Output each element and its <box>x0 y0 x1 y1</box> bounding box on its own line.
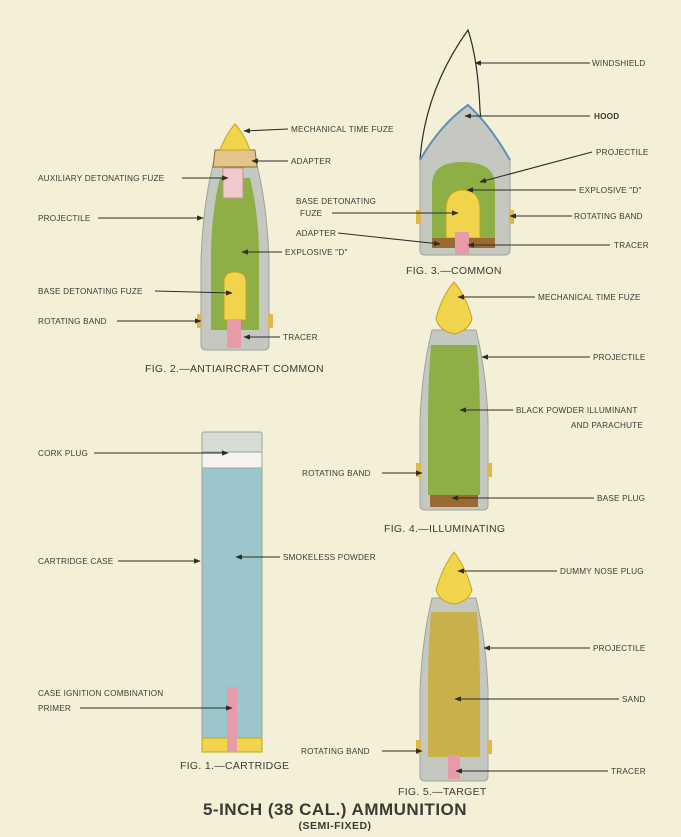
fig3-label-projectile: PROJECTILE <box>596 148 649 157</box>
fig4-label-base-plug: BASE PLUG <box>597 494 645 503</box>
fig2-label-auxiliary-detonating-fuze: AUXILIARY DETONATING FUZE <box>38 174 165 183</box>
fig5-rotating-band-right <box>487 740 492 754</box>
fig4-label-illuminant-1: BLACK POWDER ILLUMINANT <box>516 406 638 415</box>
fig3-labels: WINDSHIELD HOOD PROJECTILE EXPLOSIVE "D"… <box>296 59 649 277</box>
fig5-target <box>416 551 492 782</box>
fig2-antiaircraft-common <box>197 123 273 351</box>
fig5-label-rotating-band: ROTATING BAND <box>301 747 370 756</box>
fig5-label-projectile: PROJECTILE <box>593 644 646 653</box>
fig5-label-sand: SAND <box>622 695 646 704</box>
fig3-tracer <box>455 232 469 254</box>
fig3-label-base-detonating-fuze-2: FUZE <box>300 209 323 218</box>
fig4-illuminating <box>416 281 492 511</box>
fig1-label-primer-1: CASE IGNITION COMBINATION <box>38 689 163 698</box>
fig2-adapter <box>212 149 258 168</box>
fig2-tracer <box>227 320 241 348</box>
fig5-label-dummy-nose-plug: DUMMY NOSE PLUG <box>560 567 644 576</box>
fig5-label-tracer: TRACER <box>611 767 646 776</box>
fig4-label-projectile: PROJECTILE <box>593 353 646 362</box>
fig3-label-adapter: ADAPTER <box>296 229 336 238</box>
page-title: 5-INCH (38 CAL.) AMMUNITION <box>203 800 467 819</box>
leader-lines <box>80 60 619 774</box>
fig2-label-rotating-band: ROTATING BAND <box>38 317 107 326</box>
fig1-caption: FIG. 1.—CARTRIDGE <box>180 760 289 772</box>
fig2-time-fuze <box>219 123 251 151</box>
fig2-label-adapter: ADAPTER <box>291 157 331 166</box>
fig5-rotating-band-left <box>416 740 421 754</box>
fig3-label-windshield: WINDSHIELD <box>592 59 645 68</box>
fig4-time-fuze <box>435 281 473 335</box>
fig3-label-base-detonating-fuze-1: BASE DETONATING <box>296 197 376 206</box>
fig2-label-explosive-d: EXPLOSIVE "D" <box>285 248 348 257</box>
fig5-sand-fill <box>428 612 480 757</box>
fig1-label-cartridge-case: CARTRIDGE CASE <box>38 557 114 566</box>
fig4-rotating-band-left <box>416 463 421 477</box>
fig1-label-smokeless-powder: SMOKELESS POWDER <box>283 553 376 562</box>
fig2-caption: FIG. 2.—ANTIAIRCRAFT COMMON <box>145 363 324 375</box>
fig2-label-projectile: PROJECTILE <box>38 214 91 223</box>
fig4-label-rotating-band: ROTATING BAND <box>302 469 371 478</box>
fig3-rotating-band-right <box>509 210 514 224</box>
fig4-illuminant-fill <box>428 345 480 495</box>
fig5-nose-plug <box>435 551 473 605</box>
fig4-caption: FIG. 4.—ILLUMINATING <box>384 523 505 535</box>
fig2-explosive-fill <box>211 178 259 330</box>
fig3-base-fuze <box>445 189 481 239</box>
fig4-label-illuminant-2: AND PARACHUTE <box>571 421 643 430</box>
fig2-auxiliary-fuze <box>222 167 244 199</box>
fig1-cartridge <box>201 431 263 753</box>
fig1-labels: CORK PLUG CARTRIDGE CASE SMOKELESS POWDE… <box>38 449 376 772</box>
fig5-caption: FIG. 5.—TARGET <box>398 786 487 798</box>
fig3-common <box>416 28 514 256</box>
page-subtitle: (SEMI-FIXED) <box>298 820 371 832</box>
fig3-hood <box>419 103 511 161</box>
fig1-primer <box>227 687 237 752</box>
fig3-label-rotating-band: ROTATING BAND <box>574 212 643 221</box>
fig3-label-tracer: TRACER <box>614 241 649 250</box>
fig2-label-mechanical-time-fuze: MECHANICAL TIME FUZE <box>291 125 394 134</box>
fig3-label-hood: HOOD <box>594 112 619 121</box>
fig1-cork-plug <box>201 451 263 469</box>
fig5-labels: DUMMY NOSE PLUG PROJECTILE SAND ROTATING… <box>301 567 646 798</box>
fig2-base-fuze <box>223 271 247 321</box>
fig4-base-plug <box>430 495 478 507</box>
fig4-label-mechanical-time-fuze: MECHANICAL TIME FUZE <box>538 293 641 302</box>
fig5-tracer <box>448 755 460 779</box>
fig3-rotating-band-left <box>416 210 421 224</box>
fig4-labels: MECHANICAL TIME FUZE PROJECTILE BLACK PO… <box>302 293 646 535</box>
fig1-label-cork-plug: CORK PLUG <box>38 449 88 458</box>
fig2-labels: MECHANICAL TIME FUZE ADAPTER AUXILIARY D… <box>38 125 394 375</box>
fig2-label-tracer: TRACER <box>283 333 318 342</box>
fig1-case-top <box>201 431 263 453</box>
fig2-label-base-detonating-fuze: BASE DETONATING FUZE <box>38 287 143 296</box>
fig1-label-primer-2: PRIMER <box>38 704 71 713</box>
fig4-rotating-band-right <box>487 463 492 477</box>
fig2-rotating-band-right <box>268 314 273 328</box>
fig3-caption: FIG. 3.—COMMON <box>406 265 502 277</box>
fig3-label-explosive-d: EXPLOSIVE "D" <box>579 186 642 195</box>
